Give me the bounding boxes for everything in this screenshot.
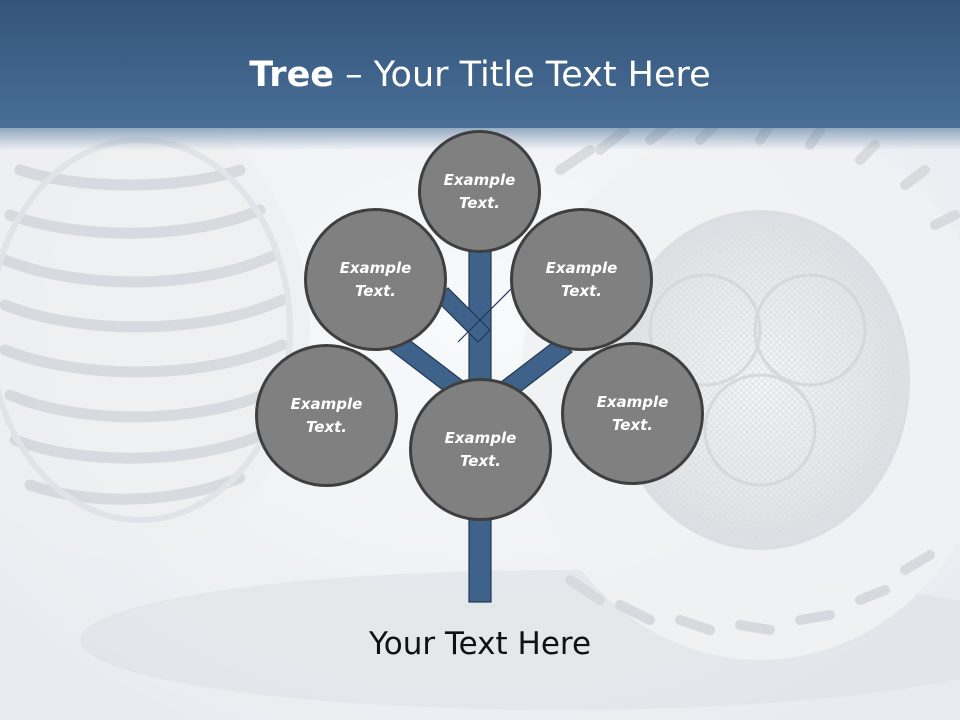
slide-title[interactable]: Tree – Your Title Text Here (0, 50, 960, 100)
tree-node-upper-right[interactable]: Example Text. (510, 208, 653, 351)
tree-node-lower-right-text: Example Text. (596, 392, 669, 434)
tree-node-top[interactable]: Example Text. (418, 130, 541, 253)
tree-node-upper-left[interactable]: Example Text. (304, 208, 447, 351)
tree-node-center-text: Example Text. (444, 428, 517, 470)
branch-upper-right (457, 287, 513, 343)
tree-node-lower-left-text: Example Text. (290, 394, 363, 436)
slide-title-bold: Tree (249, 55, 335, 95)
tree-node-top-text: Example Text. (443, 170, 516, 212)
footer-text[interactable]: Your Text Here (368, 626, 592, 662)
tree-node-upper-left-text: Example Text. (339, 258, 412, 300)
tree-node-upper-right-text: Example Text. (545, 258, 618, 300)
slide-title-rest: – Your Title Text Here (334, 55, 711, 95)
title-bar (0, 0, 960, 128)
tree-node-lower-right[interactable]: Example Text. (561, 342, 704, 485)
tree-node-lower-left[interactable]: Example Text. (255, 344, 398, 487)
tree-node-center[interactable]: Example Text. (409, 378, 552, 521)
